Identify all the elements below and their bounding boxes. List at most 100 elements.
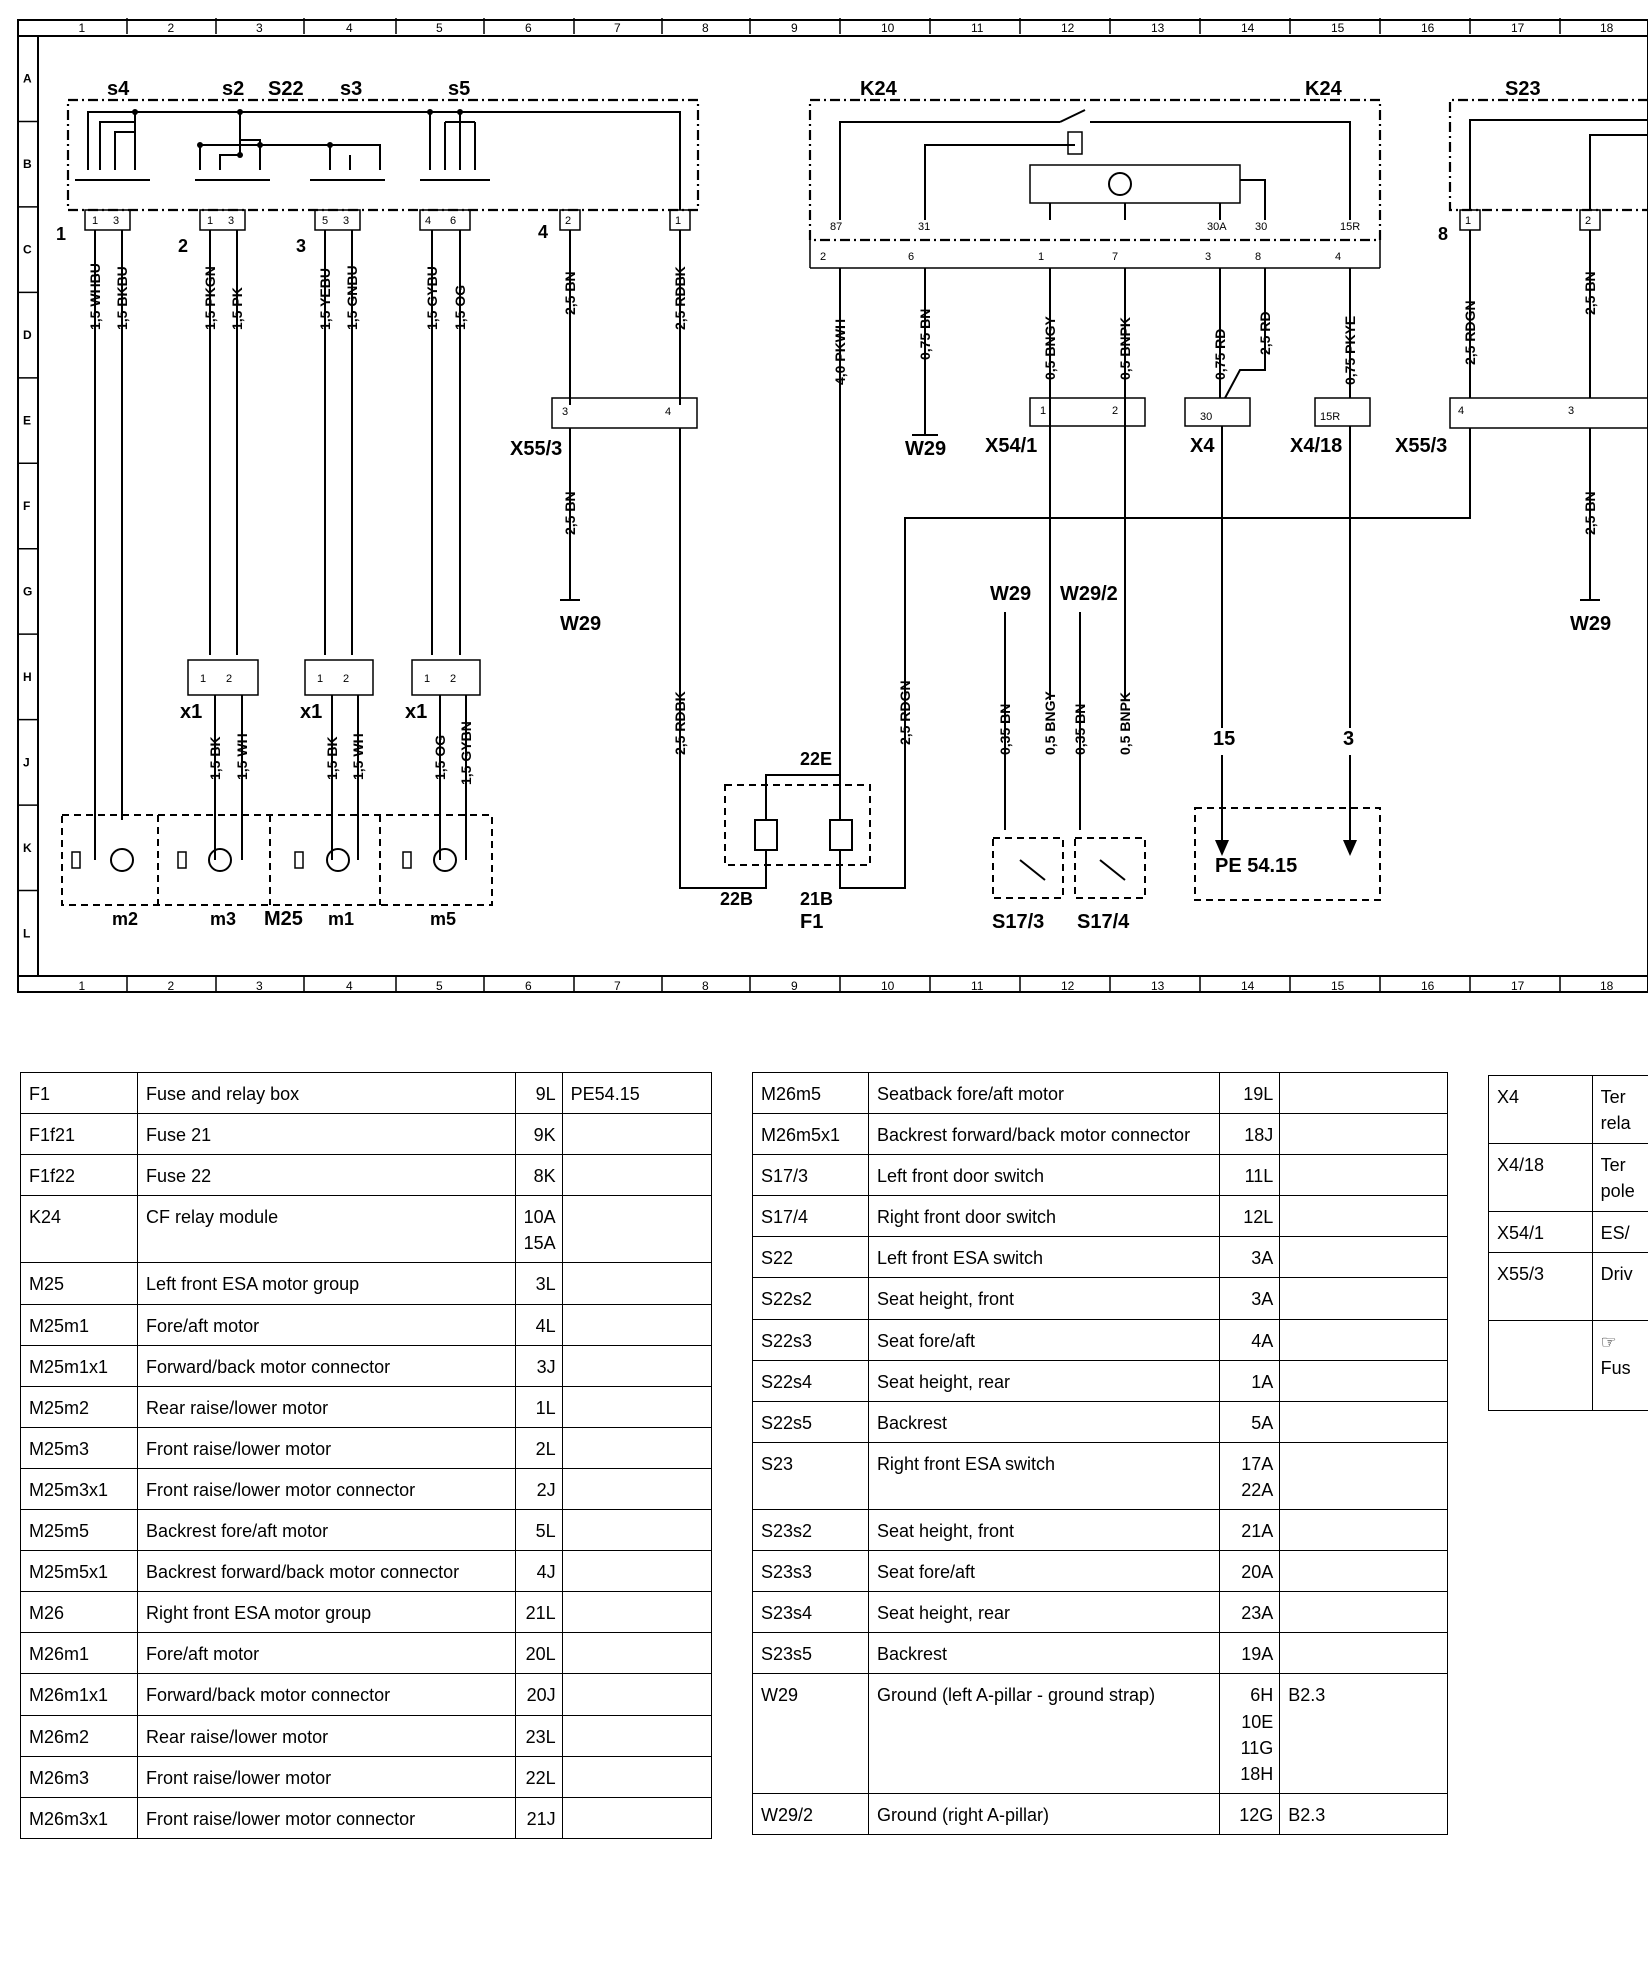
legend-desc: Seat fore/aft [867, 1318, 1221, 1361]
grid-top-col-10: 10 [881, 21, 895, 35]
grid-row-A: A [23, 72, 32, 86]
wire-label-w11: 4,0 PKWH [832, 319, 848, 385]
grid-top-col-4: 4 [346, 21, 353, 35]
label-x1-a: x1 [180, 701, 202, 723]
label-w29-a: W29 [560, 613, 601, 635]
grid-bottom-col-5: 5 [436, 979, 443, 993]
grid-top-col-3: 3 [256, 21, 263, 35]
arrow-label-15: 15 [1213, 728, 1235, 750]
legend-code: S22s3 [752, 1318, 869, 1361]
connector-num-2: 2 [178, 236, 188, 256]
legend-ref [561, 1632, 713, 1675]
label-w29-d: W29 [1570, 613, 1611, 635]
legend-code: M26m5x1 [752, 1113, 869, 1156]
m25-motor-group: m2 m3 M25 m1 m5 [61, 814, 493, 930]
wire-label-w16: 2,5 RD [1257, 311, 1273, 355]
grid-bottom-col-3: 3 [256, 979, 263, 993]
legend-code: M26m3 [19, 1755, 139, 1798]
grid-bottom-col-18: 18 [1600, 979, 1614, 993]
legend-loc: 18J [1219, 1113, 1281, 1156]
legend-ref [561, 1154, 713, 1197]
label-k24-right: K24 [1305, 78, 1343, 100]
svg-text:2: 2 [1112, 405, 1118, 417]
wire-label-w2: 1,5 BKBU [114, 266, 130, 330]
legend-desc: Backrest forward/back motor connector [137, 1550, 516, 1593]
pin-1: 1 [1038, 251, 1044, 263]
legend-loc: 1A [1219, 1359, 1281, 1402]
legend-desc: Seat height, rear [867, 1591, 1221, 1634]
legend-code: M25m1x1 [19, 1344, 139, 1387]
grid-top-col-8: 8 [702, 21, 709, 35]
label-k24-left: K24 [860, 78, 898, 100]
grid-top-col-7: 7 [614, 21, 621, 35]
legend-code: S23s4 [752, 1591, 869, 1634]
connector-num-4: 4 [538, 222, 548, 242]
grid-top-col-1: 1 [79, 21, 86, 35]
legend-desc: Front raise/lower motor connector [137, 1796, 516, 1839]
label-s17-3: S17/3 [992, 911, 1044, 933]
legend-code: S23s5 [752, 1632, 869, 1675]
legend-ref [561, 1303, 713, 1346]
legend-code [1488, 1320, 1593, 1412]
pin-x4-30: 30 [1200, 411, 1212, 423]
legend-ref [1279, 1318, 1448, 1361]
legend-ref [561, 1755, 713, 1798]
legend-code: F1f21 [19, 1113, 139, 1156]
legend-desc: Forward/back motor connector [137, 1344, 516, 1387]
grid-top-col-6: 6 [525, 21, 532, 35]
legend-code: S23s3 [752, 1550, 869, 1593]
svg-text:2: 2 [1585, 215, 1591, 227]
svg-text:4: 4 [1458, 405, 1464, 417]
pin-8: 8 [1255, 251, 1261, 263]
legend-ref [561, 1509, 713, 1552]
grid-bottom-col-10: 10 [881, 979, 895, 993]
legend-loc: 21A [1219, 1509, 1281, 1552]
legend-ref [561, 1385, 713, 1428]
legend-desc: Front raise/lower motor [137, 1426, 516, 1469]
legend-code: X4 [1488, 1075, 1593, 1144]
legend-desc: Fore/aft motor [137, 1632, 516, 1675]
label-x55-3-left: X55/3 [510, 438, 562, 460]
svg-text:2: 2 [450, 673, 456, 685]
wire-label-x1b-l: 1,5 BK [324, 736, 340, 780]
wire-label-w5: 1,5 YEBU [317, 268, 333, 330]
svg-text:3: 3 [113, 215, 119, 227]
diagram-frame [17, 19, 1648, 993]
svg-text:3: 3 [228, 215, 234, 227]
wire-label-w8: 1,5 OG [452, 285, 468, 330]
grid-top-col-12: 12 [1061, 21, 1075, 35]
legend-ref [1279, 1400, 1448, 1443]
legend-desc: Right front door switch [867, 1195, 1221, 1238]
legend-code: M25m5 [19, 1509, 139, 1552]
legend-loc: 23L [514, 1714, 563, 1757]
legend-code: S17/4 [752, 1195, 869, 1238]
legend-ref [561, 1673, 713, 1716]
wire-label-x1a-r: 1,5 WH [234, 733, 250, 780]
legend-ref [561, 1550, 713, 1593]
legend-code: X4/18 [1488, 1143, 1593, 1212]
legend-desc: Fuse 22 [137, 1154, 516, 1197]
label-x54-1: X54/1 [985, 435, 1037, 457]
legend-desc: Left front ESA switch [867, 1236, 1221, 1279]
legend-loc: 3J [514, 1344, 563, 1387]
legend-code: S22s5 [752, 1400, 869, 1443]
svg-text:3: 3 [1568, 405, 1574, 417]
label-s22: S22 [268, 78, 304, 100]
k24-relay-module: K24 K24 87 31 30A 30 15R 2 6 1 7 3 8 4 [808, 78, 1382, 269]
